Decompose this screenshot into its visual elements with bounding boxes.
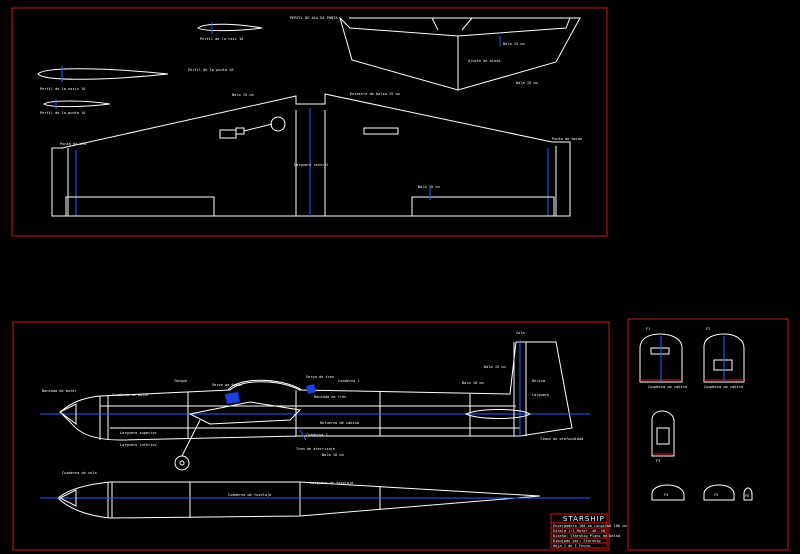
gear-leg xyxy=(181,419,201,457)
label: F4 xyxy=(664,493,668,497)
label: F1 xyxy=(646,327,650,331)
label: Perfil de la nariz 10 xyxy=(40,87,85,91)
fuselage-drawing: Bancada de motor Cuaderna de motor Tanqu… xyxy=(40,331,590,519)
servo-blue xyxy=(225,392,240,404)
section-2 xyxy=(703,333,745,383)
canopy xyxy=(227,379,303,391)
section-1-cutout xyxy=(650,347,670,355)
label: Punta de ala xyxy=(60,142,86,146)
label: F2 xyxy=(706,327,710,331)
label: Bala 15 cm xyxy=(232,93,254,97)
label: Bala 10 cm xyxy=(462,381,484,385)
title-block-row: Escala 1:1 Motor .40-.50 xyxy=(553,529,605,533)
aileron-right xyxy=(411,196,555,217)
label: Encastre de balsa 15 cm xyxy=(350,92,400,96)
wing-bolt-plate xyxy=(363,127,399,135)
title-block-row: Hoja 1 de 1 Fecha xyxy=(553,544,590,548)
section-3 xyxy=(651,410,675,457)
label: F5 xyxy=(714,493,718,497)
section-5 xyxy=(703,484,735,501)
label: Cuaderna de cabina xyxy=(648,385,687,389)
section-3-cutout xyxy=(656,427,670,445)
label: Larguero inferior xyxy=(120,443,158,447)
wing-title: PERFIL DE ALA DE PUNTA xyxy=(290,16,338,20)
label: Cuaderna 2 xyxy=(306,433,328,437)
wing-dowel-hole xyxy=(270,116,286,132)
stabilizer-outline xyxy=(338,16,581,91)
label: Cuaderna de motor xyxy=(112,393,150,397)
wing-outline xyxy=(51,93,571,217)
title-block-title: STARSHIP xyxy=(563,515,605,523)
label: F3 xyxy=(656,459,660,463)
stab-airfoil xyxy=(464,409,531,419)
wheel xyxy=(174,455,190,471)
label: Bala 15 cm xyxy=(484,365,506,369)
label: Servo de tren xyxy=(306,375,334,379)
label: Servo de timon xyxy=(212,383,242,387)
fuselage-top-outline xyxy=(57,481,541,519)
title-block: STARSHIP Envergadura 100 cm Longitud 100… xyxy=(550,513,627,549)
title-block-row: Dibujado por: Starship xyxy=(553,539,601,543)
label: Larguero superior xyxy=(120,431,158,435)
label: Punta de borde xyxy=(552,137,582,141)
label: Perfil de la punta 10 xyxy=(40,111,85,115)
wing-drawing: Perfil de la raiz 10 Perfil de la punta … xyxy=(37,16,582,217)
stabilizer-rib xyxy=(461,17,473,31)
gear-mount xyxy=(299,429,307,441)
top-spinner xyxy=(58,489,77,507)
wing-saddle xyxy=(188,401,302,425)
label: Tanque xyxy=(174,379,187,383)
sections-drawing: Cuaderna de cabina F1 Cuaderna de cabina… xyxy=(639,327,753,501)
aileron-left xyxy=(65,196,215,217)
label: Bala 10 cm xyxy=(418,185,440,189)
spinner xyxy=(59,403,77,425)
section-2-cutout xyxy=(713,359,733,371)
label: Ajuste de aleta xyxy=(468,59,500,63)
label: Cuaderna de cabina xyxy=(704,385,743,389)
servo-linkage xyxy=(243,123,273,132)
label: Larguero central xyxy=(294,163,329,167)
label: Bancada de tren xyxy=(314,395,346,399)
stabilizer-rib xyxy=(431,17,439,31)
label: Refuerzo de cabina xyxy=(320,421,359,425)
label: Larguero xyxy=(532,393,549,397)
servo-blue xyxy=(306,384,316,394)
label: Perfil de la punta 10 xyxy=(188,68,233,72)
servo-arm xyxy=(235,127,245,135)
airfoil-1 xyxy=(197,23,263,32)
title-block-frame xyxy=(550,513,608,549)
label: Cuaderna 1 xyxy=(338,379,360,383)
label: Cola xyxy=(516,331,525,335)
label: Deriva xyxy=(532,379,545,383)
label: Bala 15 cm xyxy=(503,42,525,46)
label: Larguero de fuselaje xyxy=(310,481,353,485)
label: Cuaderna de fuselaje xyxy=(228,493,271,497)
sections-frame xyxy=(627,318,789,551)
label: Bala 15 cm xyxy=(516,81,538,85)
label: Timon de profundidad xyxy=(540,437,583,441)
fuselage-frame xyxy=(12,321,610,551)
airfoil-3 xyxy=(43,100,111,108)
title-block-row: Envergadura 100 cm Longitud 100 cm xyxy=(553,524,627,528)
label: Cuaderna de cola xyxy=(62,471,97,475)
label: Perfil de la raiz 10 xyxy=(200,37,243,41)
servo-hatch xyxy=(219,129,237,139)
wheel-hub xyxy=(179,460,185,466)
section-1 xyxy=(639,333,683,383)
label: Bala 10 cm xyxy=(322,453,344,457)
title-block-row: Diseño: Starship Plano de balsa xyxy=(553,534,620,538)
section-6 xyxy=(743,487,753,501)
section-4 xyxy=(651,484,685,501)
airfoil-2 xyxy=(37,68,169,80)
label: Bancada de motor xyxy=(42,389,77,393)
wing-frame xyxy=(11,7,608,237)
label: Tren de aterrizaje xyxy=(296,447,335,451)
label: F6 xyxy=(745,494,749,498)
fuselage-side-outline xyxy=(59,341,573,441)
